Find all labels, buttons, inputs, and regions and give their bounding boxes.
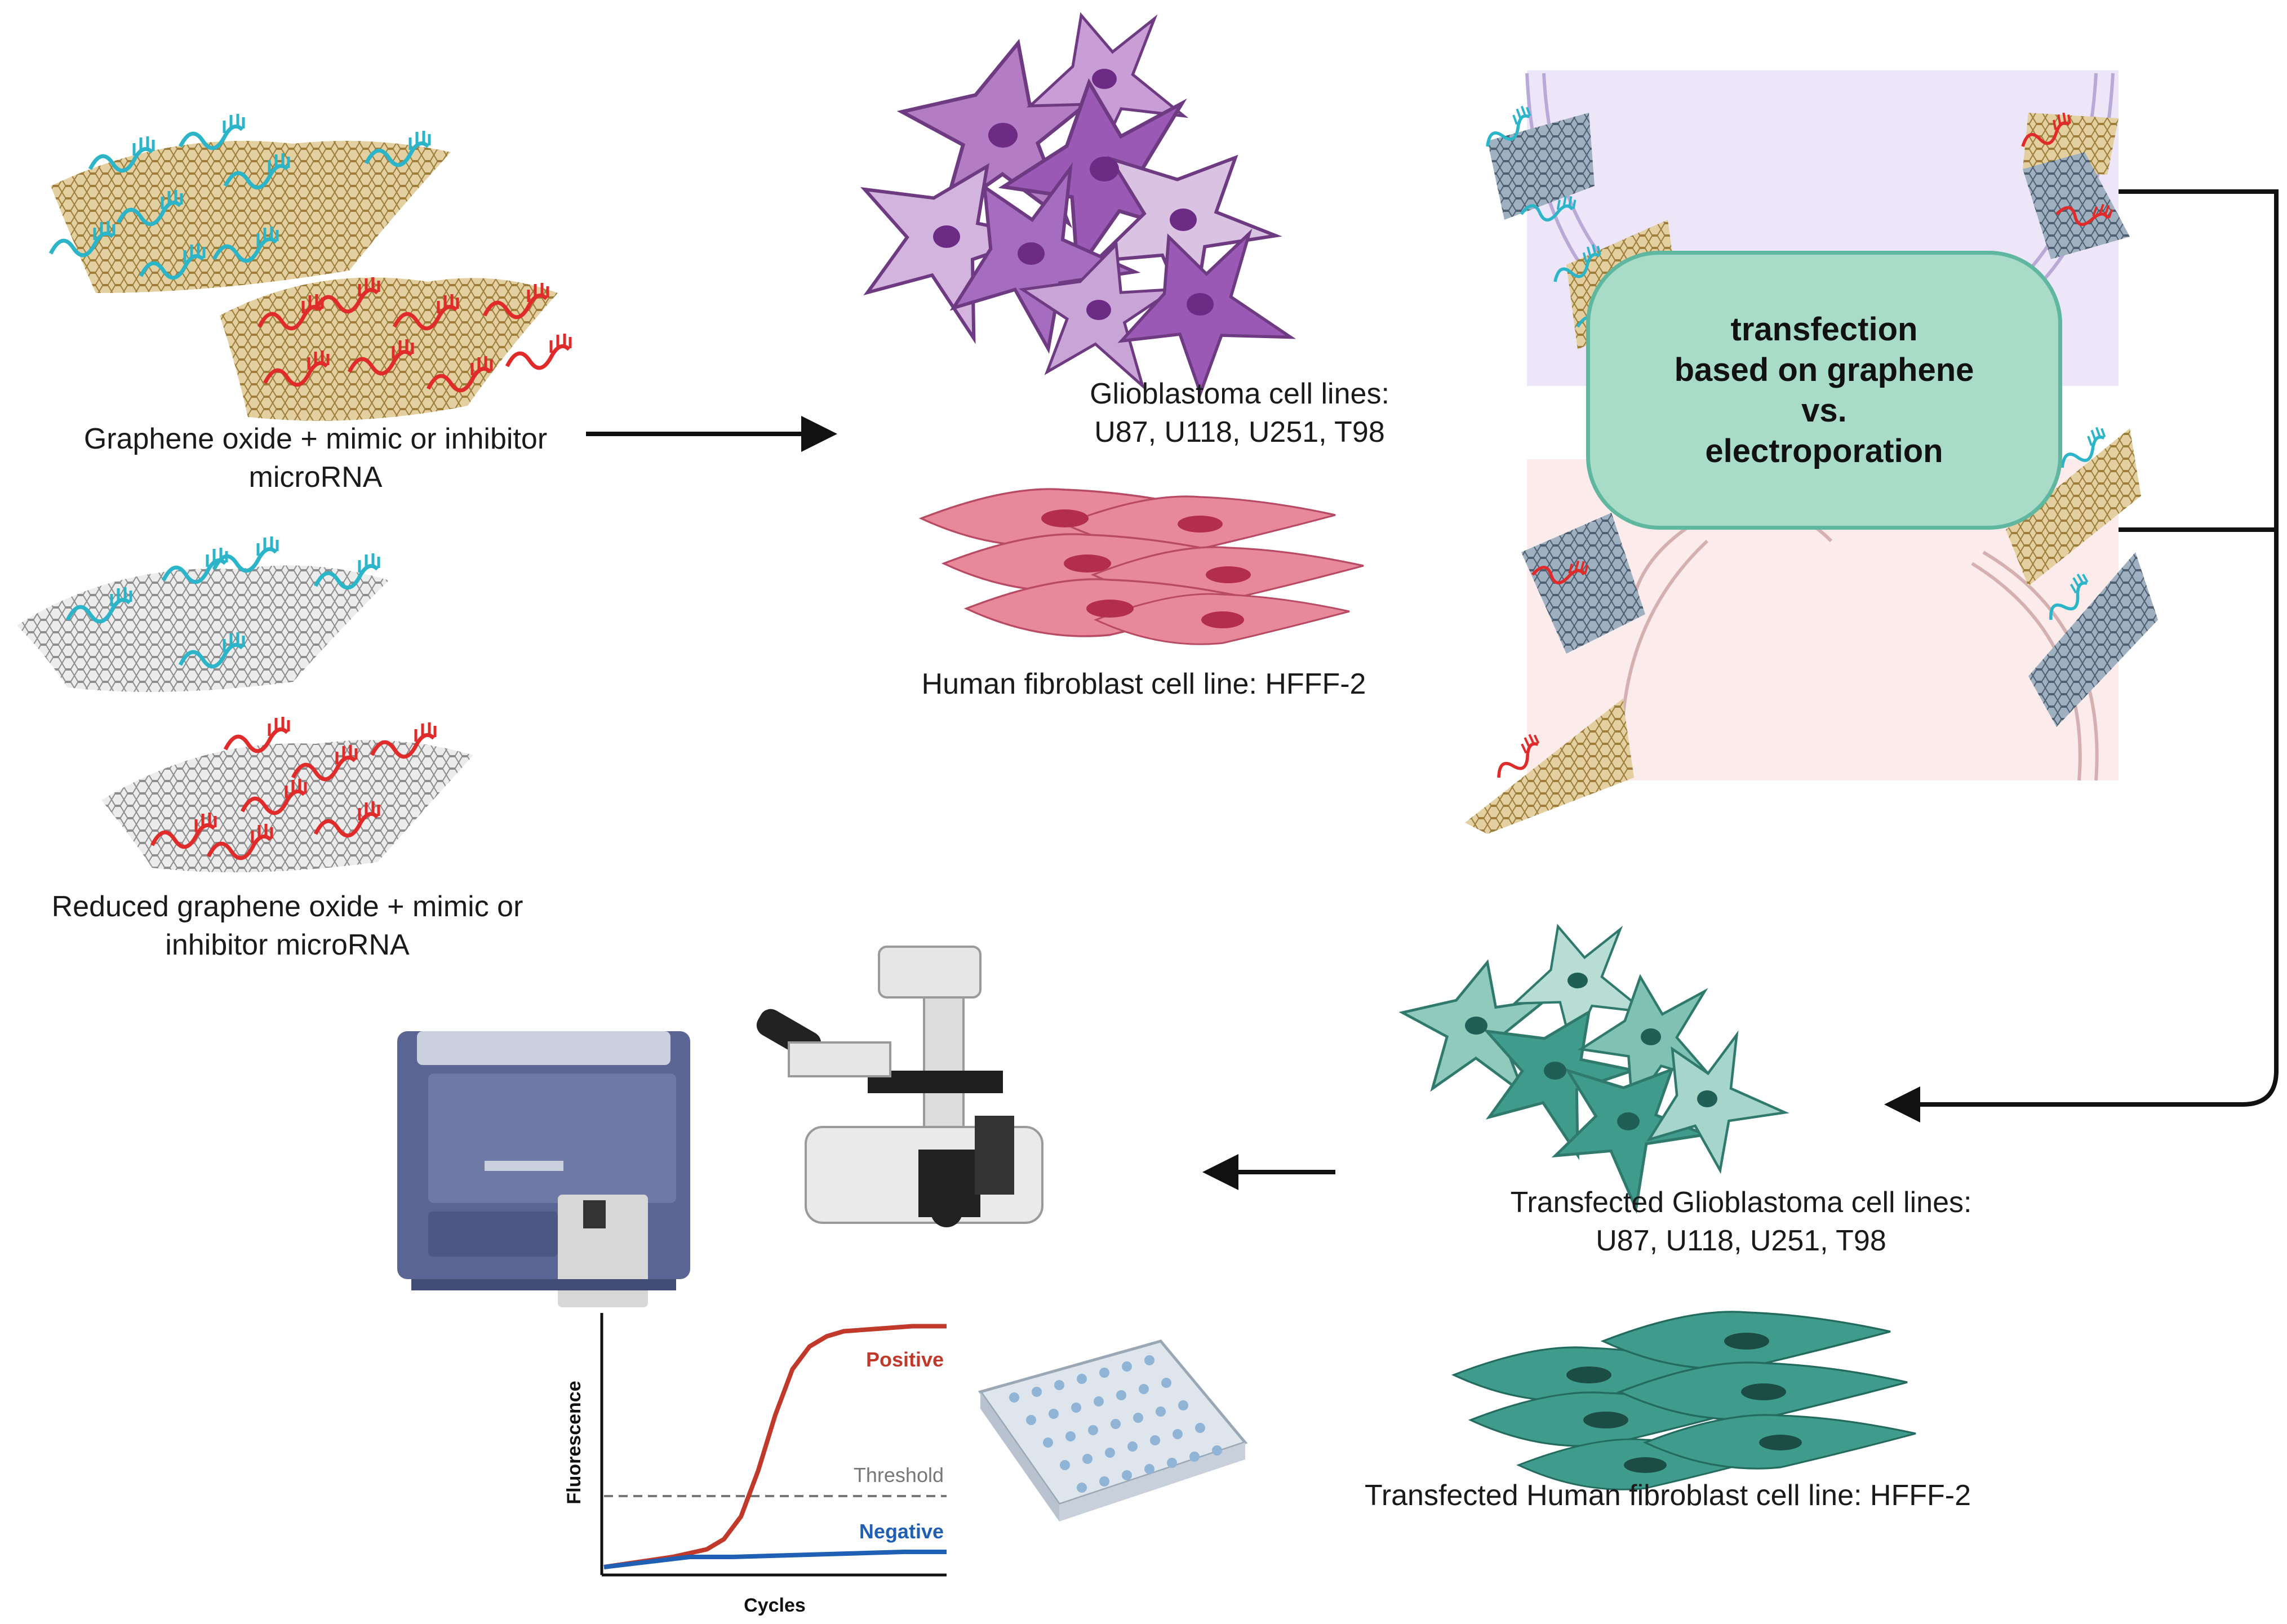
transfected-fibroblast-label-line1: Transfected Human fibroblast cell line: …: [1364, 1479, 1971, 1512]
reduced-graphene-oxide-label: Reduced graphene oxide + mimic or inhibi…: [17, 888, 558, 964]
transfection-method-box: transfection based on graphene vs. elect…: [1586, 251, 2062, 530]
graphene-oxide-label: Graphene oxide + mimic or inhibitor micr…: [45, 420, 586, 496]
transfected-fibroblast-cells-icon: [1453, 1311, 1917, 1490]
reduced-graphene-oxide-label-line2: inhibitor microRNA: [165, 929, 410, 961]
negative-label: Negative: [859, 1520, 944, 1543]
fibroblast-label: Human fibroblast cell line: HFFF-2: [868, 665, 1420, 703]
graphene-oxide-label-line1: Graphene oxide + mimic or inhibitor: [83, 423, 548, 455]
threshold-label: Threshold: [854, 1463, 944, 1487]
glioblastoma-label: Glioblastoma cell lines: U87, U118, U251…: [1025, 375, 1454, 451]
reduced-graphene-oxide-label-line1: Reduced graphene oxide + mimic or: [51, 890, 523, 923]
flow-cytometer-icon: [397, 1031, 690, 1307]
y-axis-label: Fluorescence: [563, 1381, 585, 1504]
center-box-line4: electroporation: [1705, 432, 1943, 469]
connector-arrow: [1884, 189, 2279, 1122]
well-plate-icon: [978, 1339, 1248, 1521]
x-axis-label: Cycles: [744, 1595, 806, 1616]
transfected-glioblastoma-label-line2: U87, U118, U251, T98: [1596, 1224, 1886, 1257]
negative-curve: [603, 1550, 947, 1569]
fibroblast-label-line1: Human fibroblast cell line: HFFF-2: [921, 668, 1366, 700]
center-box-line1: transfection: [1730, 310, 1918, 348]
center-box-line3: vs.: [1801, 392, 1847, 429]
graphene-oxide-sheets: [51, 114, 570, 421]
microscope-icon: [756, 946, 1043, 1227]
transfected-glioblastoma-cells-icon: [1391, 907, 1795, 1221]
positive-curve: [603, 1324, 947, 1569]
transfected-glioblastoma-label-line1: Transfected Glioblastoma cell lines:: [1510, 1186, 1972, 1219]
reduced-graphene-oxide-sheets: [17, 536, 473, 872]
transfected-glioblastoma-label: Transfected Glioblastoma cell lines: U87…: [1442, 1183, 2040, 1260]
transfected-fibroblast-label: Transfected Human fibroblast cell line: …: [1296, 1476, 2040, 1515]
glioblastoma-cells-icon: [821, 0, 1302, 414]
glioblastoma-label-line1: Glioblastoma cell lines:: [1090, 378, 1389, 410]
positive-label: Positive: [866, 1348, 944, 1371]
center-box-line2: based on graphene: [1674, 351, 1974, 388]
qpcr-chart: Positive Threshold Negative Cycles Fluor…: [563, 1313, 947, 1616]
graphene-oxide-label-line2: microRNA: [248, 461, 383, 494]
fibroblast-cells-icon: [920, 488, 1365, 645]
glioblastoma-label-line2: U87, U118, U251, T98: [1094, 416, 1385, 449]
